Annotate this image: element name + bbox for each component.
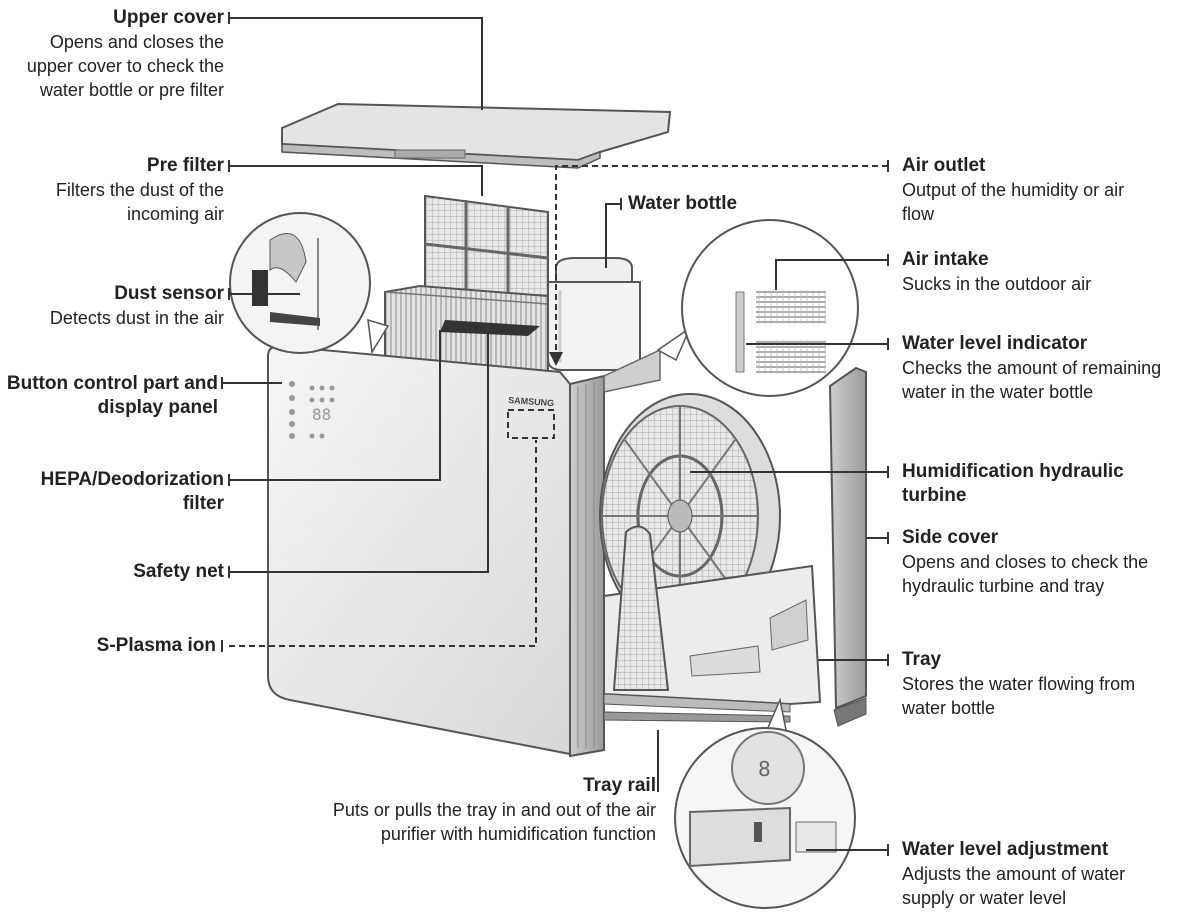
button-panel-title-2: display panel: [97, 397, 218, 418]
dashed-leader-lines: [229, 165, 888, 647]
upper-cover-desc-2: upper cover to check the: [26, 56, 224, 76]
side-cover-part: [828, 366, 867, 727]
svg-text:88: 88: [312, 405, 331, 424]
water-level-adjustment-desc-2: supply or water level: [902, 888, 1067, 908]
tray-label: Tray Stores the water flowing from water…: [902, 648, 1187, 720]
tray-title: Tray: [902, 649, 942, 670]
brand-logo: SAMSUNG: [508, 395, 555, 408]
water-level-indicator-label: Water level indicator Checks the amount …: [902, 332, 1187, 404]
pre-filter-desc-1: Filters the dust of the: [55, 180, 224, 200]
turbine-label: Humidification hydraulic turbine: [902, 460, 1182, 508]
air-outlet-title: Air outlet: [902, 155, 986, 176]
pre-filter-desc-2: incoming air: [126, 204, 224, 224]
air-outlet-label: Air outlet Output of the humidity or air…: [902, 154, 1182, 226]
tray-rail-title: Tray rail: [583, 775, 656, 796]
upper-cover-label: Upper cover Opens and closes the upper c…: [0, 6, 224, 102]
safety-net-part: [612, 525, 670, 691]
tray-desc-1: Stores the water flowing from: [902, 674, 1136, 694]
water-level-adjustment-title: Water level adjustment: [902, 839, 1109, 860]
pre-filter-part: [424, 194, 549, 302]
splasma-label: S-Plasma ion: [0, 634, 216, 658]
air-outlet-arrow: [549, 352, 563, 366]
svg-text:8: 8: [758, 757, 771, 781]
tick-marks: [221, 160, 889, 652]
dust-sensor-desc: Detects dust in the air: [49, 308, 224, 328]
upper-cover-title: Upper cover: [113, 7, 224, 28]
air-intake-label: Air intake Sucks in the outdoor air: [902, 248, 1182, 296]
side-cover-title: Side cover: [902, 527, 999, 548]
tray-rail-desc-1: Puts or pulls the tray in and out of the…: [332, 800, 656, 820]
side-cover-label: Side cover Opens and closes to check the…: [902, 526, 1187, 598]
water-level-indicator-desc-2: water in the water bottle: [902, 382, 1094, 402]
dust-sensor-title: Dust sensor: [114, 283, 224, 304]
hepa-title-1: HEPA/Deodorization: [40, 469, 224, 490]
water-level-indicator-desc-1: Checks the amount of remaining: [902, 358, 1162, 378]
water-level-adjustment-label: Water level adjustment Adjusts the amoun…: [902, 838, 1187, 910]
air-intake-title: Air intake: [902, 249, 989, 270]
hepa-title-2: filter: [182, 493, 224, 514]
side-cover-desc-1: Opens and closes to check the: [902, 552, 1149, 572]
side-cover-desc-2: hydraulic turbine and tray: [902, 576, 1105, 596]
tray-rail-label: Tray rail Puts or pulls the tray in and …: [196, 774, 656, 846]
leader-lines: [221, 12, 889, 856]
hepa-filter-part: [384, 284, 549, 374]
tray-desc-2: water bottle: [902, 698, 996, 718]
button-panel-title-1: Button control part and: [6, 373, 218, 394]
turbine-title-2: turbine: [902, 485, 967, 506]
dust-sensor-label: Dust sensor Detects dust in the air: [0, 282, 224, 330]
upper-cover-desc-1: Opens and closes the: [49, 32, 224, 52]
splasma-title: S-Plasma ion: [96, 635, 216, 656]
safety-net-title: Safety net: [133, 561, 224, 582]
water-level-indicator-title: Water level indicator: [902, 333, 1088, 354]
dust-sensor-zoom: [229, 212, 390, 355]
water-level-adjustment-zoom: 8: [674, 697, 856, 909]
tray-rail-part: [603, 711, 791, 723]
air-intake-zoom: [656, 219, 859, 397]
button-panel-label: Button control part and display panel: [0, 372, 218, 420]
water-bottle-title: Water bottle: [628, 193, 738, 214]
air-outlet-desc-2: flow: [902, 204, 935, 224]
main-body-part: 88 SAMSUNG: [267, 344, 661, 758]
pre-filter-title: Pre filter: [146, 155, 224, 176]
upper-cover-desc-3: water bottle or pre filter: [39, 80, 224, 100]
upper-cover-part: [281, 102, 672, 169]
air-intake-desc: Sucks in the outdoor air: [902, 274, 1092, 294]
hepa-label: HEPA/Deodorization filter: [0, 468, 224, 516]
water-level-adjustment-desc-1: Adjusts the amount of water: [902, 864, 1126, 884]
safety-net-label: Safety net: [0, 560, 224, 584]
pre-filter-label: Pre filter Filters the dust of the incom…: [0, 154, 224, 226]
water-bottle-label: Water bottle: [628, 192, 828, 216]
air-outlet-desc-1: Output of the humidity or air: [902, 180, 1125, 200]
tray-rail-desc-2: purifier with humidification function: [380, 824, 656, 844]
turbine-title-1: Humidification hydraulic: [902, 461, 1124, 482]
